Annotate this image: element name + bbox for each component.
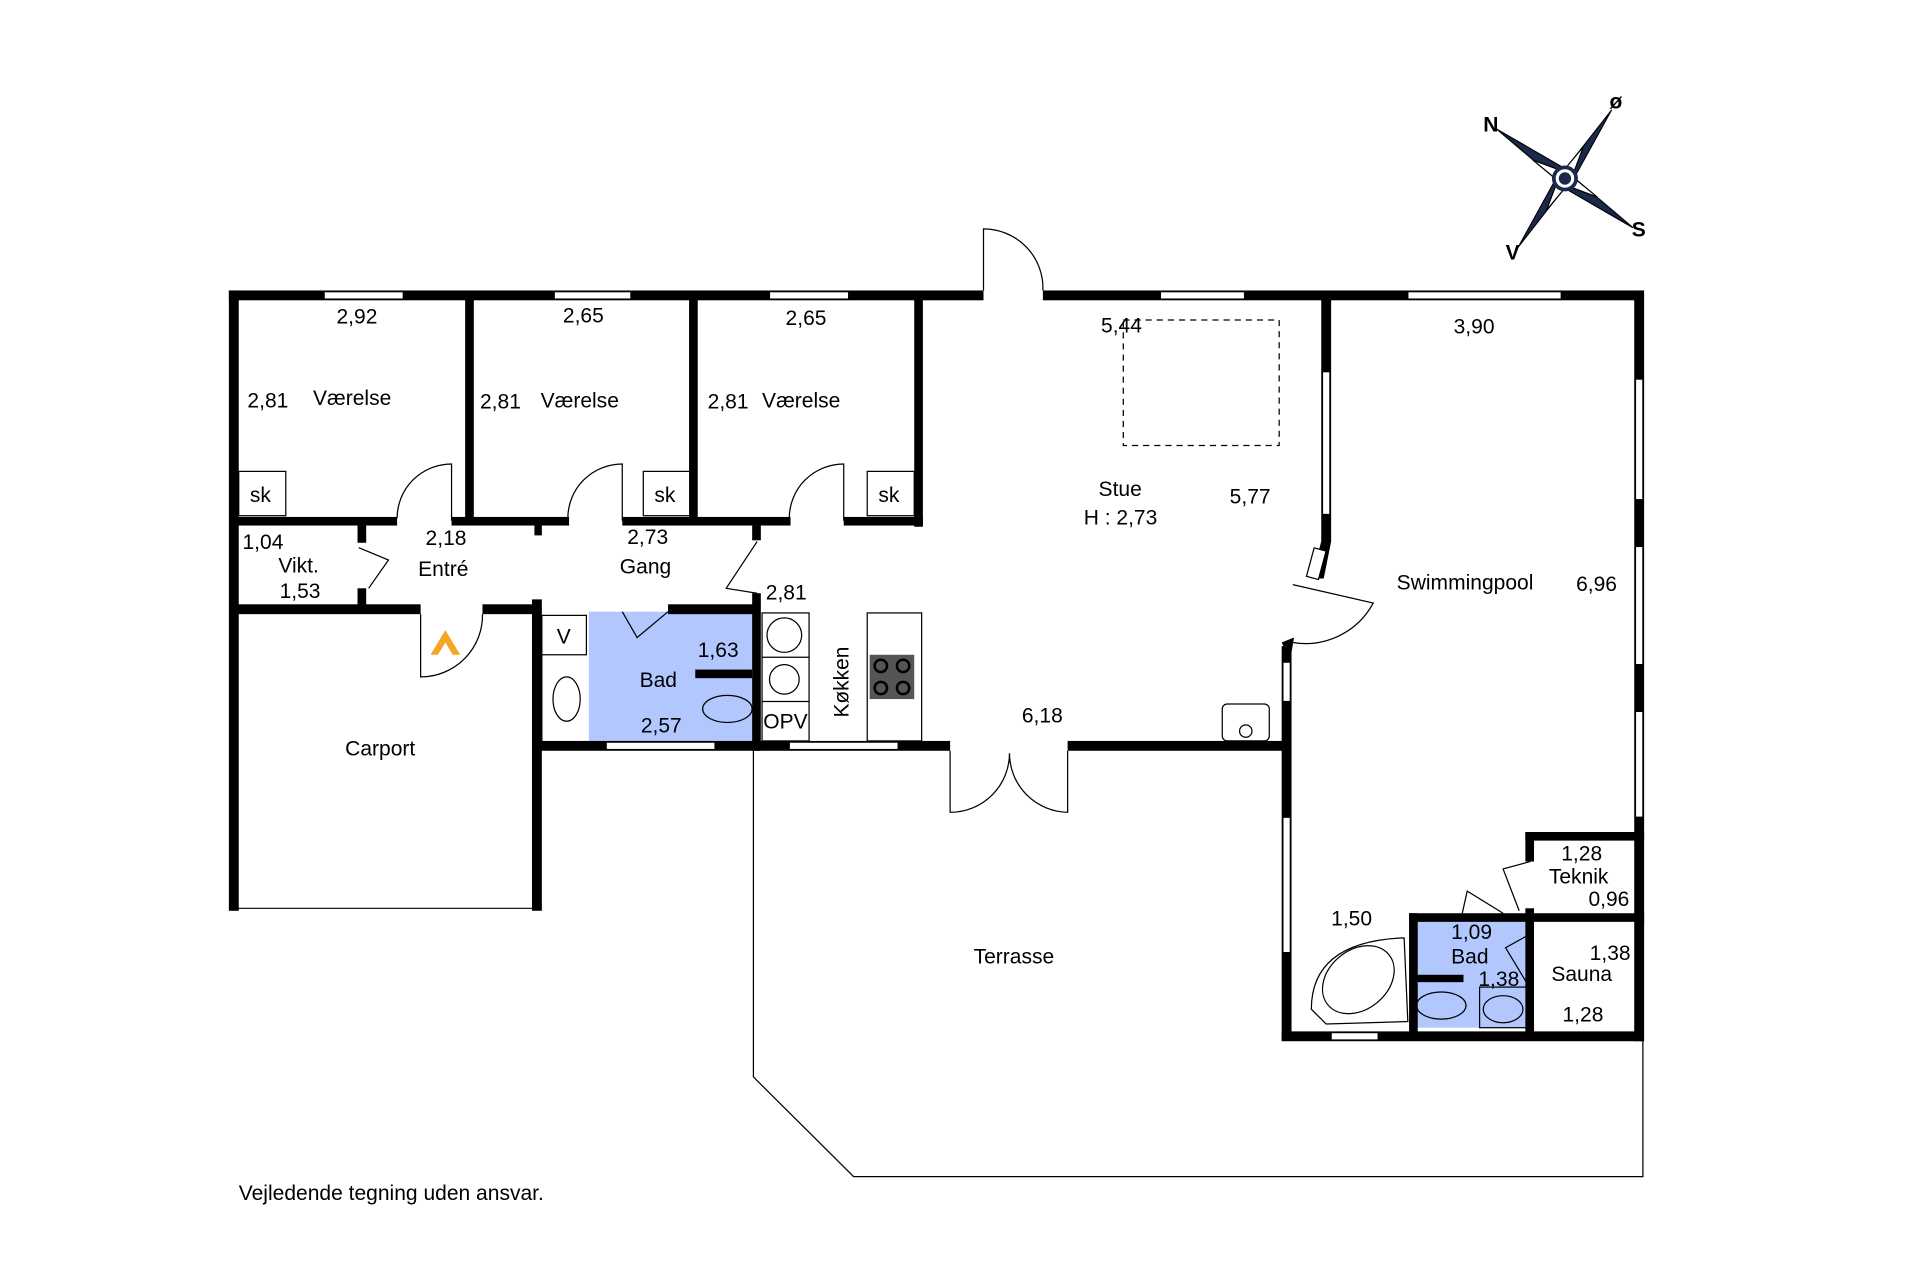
kitchen-a: 2,81: [766, 581, 807, 604]
bad1-b: 2,57: [641, 714, 682, 737]
entre-name: Entré: [418, 558, 468, 581]
room3-width: 2,65: [786, 307, 827, 330]
pool-b: 6,96: [1576, 573, 1617, 596]
stove-icon: [869, 654, 915, 700]
room-labels: 2,92 2,81 Værelse sk 2,65 2,81 Værelse s…: [242, 305, 1630, 1027]
compass-north: N: [1483, 114, 1498, 137]
stue-c: 6,18: [1022, 705, 1063, 728]
room1-height: 2,81: [247, 389, 288, 412]
pool-a: 3,90: [1454, 316, 1495, 339]
sauna-name: Sauna: [1551, 963, 1612, 986]
room1-width: 2,92: [336, 306, 377, 329]
disclaimer: Vejledende tegning uden ansvar.: [239, 1182, 544, 1205]
bad1-a: 1,63: [698, 639, 739, 662]
compass-east: ø: [1609, 90, 1622, 113]
teknik-name: Teknik: [1549, 866, 1609, 889]
stue-height: H : 2,73: [1084, 506, 1158, 529]
bad1-name: Bad: [640, 669, 677, 692]
compass-south: S: [1632, 218, 1646, 241]
sauna-a: 1,38: [1590, 942, 1631, 965]
bad2-b: 1,38: [1478, 968, 1519, 991]
compass-west: V: [1506, 242, 1520, 265]
entry-arrow-icon: [430, 630, 461, 655]
gang-a: 2,73: [627, 526, 668, 549]
bathroom-fill: [1416, 918, 1528, 1028]
bad2-a: 1,09: [1451, 921, 1492, 944]
room2-name: Værelse: [541, 389, 619, 412]
room1-name: Værelse: [313, 387, 391, 410]
gang-name: Gang: [620, 556, 671, 579]
vikt-name: Vikt.: [278, 554, 319, 577]
room3-closet: sk: [878, 484, 900, 507]
carport-name: Carport: [345, 738, 415, 761]
room2-height: 2,81: [480, 391, 521, 414]
stue-b: 5,77: [1230, 485, 1271, 508]
thin-lines: [233, 228, 1644, 1178]
teknik-a: 1,28: [1561, 842, 1602, 865]
terrace-name: Terrasse: [974, 946, 1055, 969]
compass-rose-icon: N ø S V: [1483, 90, 1645, 264]
vikt-b: 1,53: [280, 580, 321, 603]
tub-size: 1,50: [1331, 908, 1372, 931]
pool-name: Swimmingpool: [1397, 572, 1534, 595]
sauna-b: 1,28: [1562, 1004, 1603, 1027]
stue-a: 5,44: [1101, 314, 1142, 337]
bad2-name: Bad: [1451, 946, 1488, 969]
room2-closet: sk: [654, 484, 676, 507]
room1-closet: sk: [250, 484, 272, 507]
room2-width: 2,65: [563, 305, 604, 328]
vikt-a: 1,04: [242, 531, 283, 554]
room3-height: 2,81: [708, 391, 749, 414]
room3-name: Værelse: [762, 389, 840, 412]
kitchen-name: Køkken: [831, 647, 854, 718]
entre-a: 2,18: [426, 527, 467, 550]
teknik-b: 0,96: [1588, 888, 1629, 911]
kitchen-opv: OPV: [763, 711, 807, 734]
windows: [323, 291, 1644, 1041]
bad1-v: V: [557, 626, 571, 649]
stue-name: Stue: [1099, 478, 1142, 501]
